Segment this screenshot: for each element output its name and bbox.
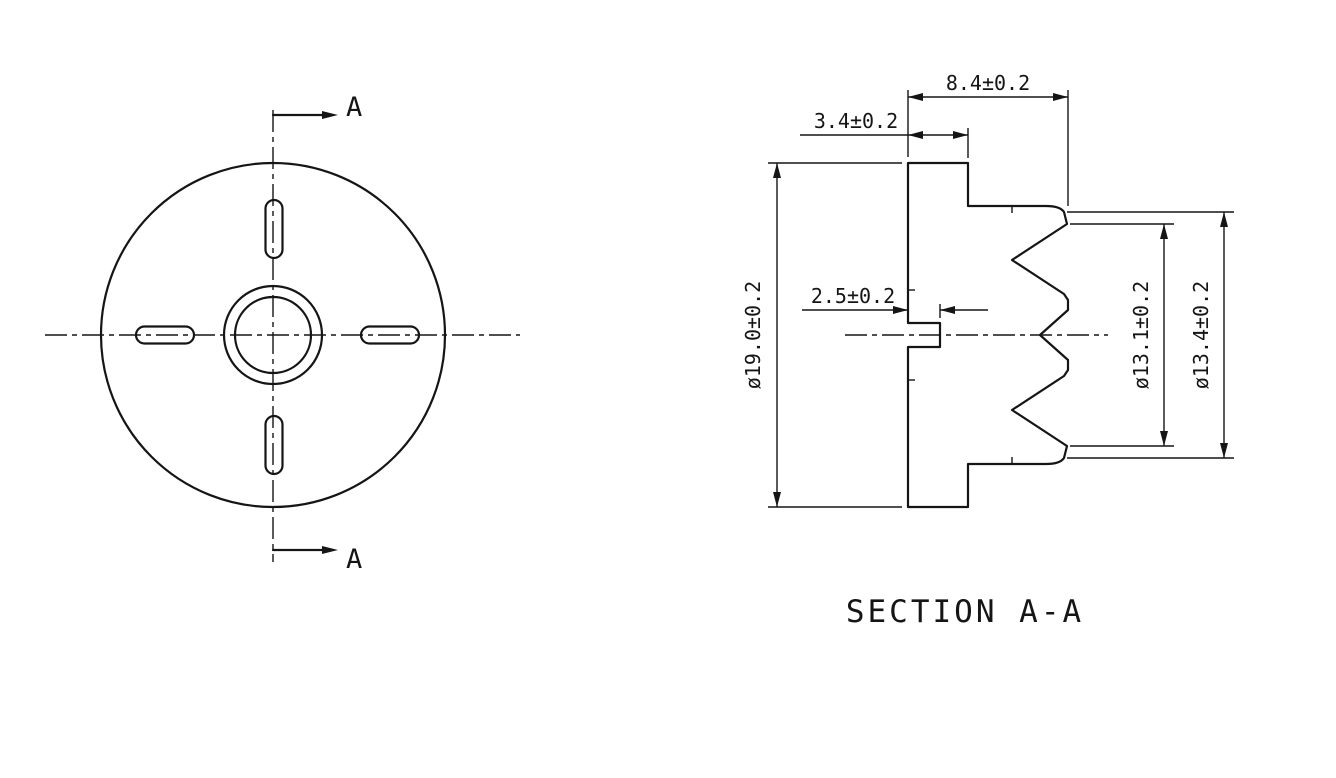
arrowhead-icon <box>940 306 955 314</box>
arrowhead-icon <box>1053 93 1068 101</box>
hub-outer-circle <box>222 284 324 386</box>
arrowhead-icon <box>1220 212 1228 227</box>
slot-top <box>264 198 284 260</box>
arrowhead-icon <box>893 306 908 314</box>
slot-bottom <box>264 414 284 476</box>
front-view: A A <box>45 92 520 575</box>
section-view: 8.4±0.2 3.4±0.2 2.5±0.2 <box>741 71 1234 630</box>
dim-flange-length: 3.4±0.2 <box>800 109 969 158</box>
arrowhead-icon <box>953 131 968 139</box>
arrowhead-icon <box>773 163 781 178</box>
dimension-text: 8.4±0.2 <box>946 71 1030 95</box>
cut-indicator-bottom: A <box>271 544 362 575</box>
dimension-text: 3.4±0.2 <box>814 109 898 133</box>
cut-indicator-top: A <box>271 92 362 123</box>
slot-left <box>134 325 196 345</box>
part-outline <box>906 161 1070 509</box>
dim-pilot-depth: 2.5±0.2 <box>802 284 988 318</box>
section-title: SECTION A-A <box>846 594 1084 630</box>
arrowhead-icon <box>908 93 923 101</box>
dimension-text: ø13.4±0.2 <box>1189 281 1213 389</box>
cut-label-top: A <box>346 92 362 123</box>
hub-inner-circle <box>233 295 313 375</box>
dim-overall-length: 8.4±0.2 <box>907 71 1069 206</box>
arrowhead-icon <box>1160 431 1168 446</box>
arrowhead-icon <box>1160 224 1168 239</box>
section-arrow-top-icon <box>322 111 338 119</box>
arrowhead-icon <box>773 492 781 507</box>
dimension-text: ø19.0±0.2 <box>741 281 765 389</box>
dim-minor-diameter: ø13.1±0.2 <box>1070 223 1174 447</box>
arrowhead-icon <box>1220 443 1228 458</box>
slot-right <box>359 325 421 345</box>
dim-flange-diameter: ø19.0±0.2 <box>741 162 902 508</box>
section-arrow-bottom-icon <box>322 546 338 554</box>
dimension-text: 2.5±0.2 <box>811 284 895 308</box>
outer-circle <box>99 161 447 509</box>
dimension-text: ø13.1±0.2 <box>1129 281 1153 389</box>
arrowhead-icon <box>908 131 923 139</box>
dim-major-diameter: ø13.4±0.2 <box>1067 211 1234 459</box>
cut-label-bottom: A <box>346 544 362 575</box>
